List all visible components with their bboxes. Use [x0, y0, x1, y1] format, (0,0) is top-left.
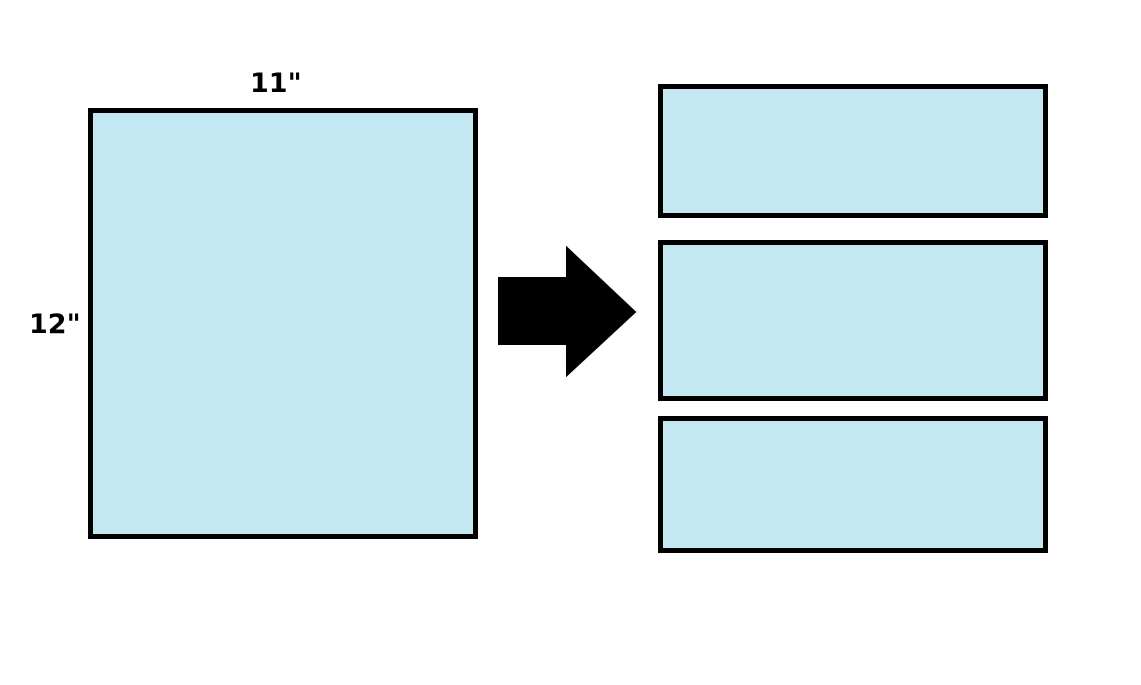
width-label: 11"	[250, 68, 302, 99]
height-label: 12"	[29, 309, 81, 340]
cut-strip-3	[658, 416, 1048, 553]
right-arrow-icon	[498, 245, 637, 378]
cut-strip-2	[658, 240, 1048, 401]
original-sheet	[88, 108, 478, 539]
cut-strip-1	[658, 84, 1048, 218]
